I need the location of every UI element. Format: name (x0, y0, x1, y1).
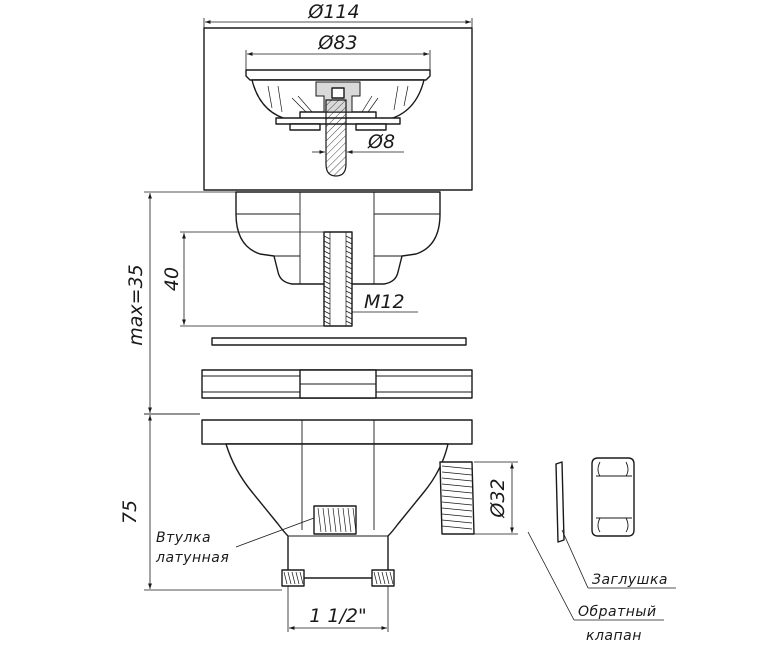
leader-bushing (235, 517, 315, 548)
label-cap: Заглушка (592, 572, 668, 588)
label-valve-line1: Обратный (578, 604, 657, 620)
clamp-nut (201, 369, 473, 399)
sink-flange (203, 27, 473, 191)
strainer-basket (245, 69, 431, 177)
dimension-d114 (203, 18, 473, 28)
label-d114: Ø114 (307, 1, 359, 23)
bottom-threads (281, 569, 395, 587)
flat-gasket (211, 337, 467, 346)
cap (591, 457, 635, 537)
label-d8: Ø8 (367, 131, 395, 153)
lower-body (201, 419, 473, 579)
label-d83: Ø83 (317, 32, 357, 54)
threaded-stud (323, 231, 353, 327)
label-75: 75 (119, 500, 141, 524)
dimension-d32 (474, 461, 518, 535)
label-valve-line2: клапан (586, 628, 642, 644)
dimension-1-1-2 (287, 586, 389, 632)
leader-valve (527, 531, 664, 621)
dimension-40 (180, 231, 324, 327)
leader-cap (561, 529, 676, 589)
check-valve (555, 461, 565, 543)
brass-bushing (313, 505, 357, 535)
label-d32: Ø32 (487, 478, 509, 518)
label-max35: max=35 (125, 264, 147, 346)
dimension-75 (144, 413, 282, 591)
label-bushing-line2: латунная (155, 550, 229, 566)
label-40: 40 (161, 267, 183, 291)
label-m12: M12 (364, 291, 405, 313)
label-bushing-line1: Втулка (156, 530, 211, 546)
dimension-d83 (245, 50, 431, 70)
side-outlet (439, 461, 475, 535)
label-1-1-2: 1 1/2" (309, 605, 366, 627)
